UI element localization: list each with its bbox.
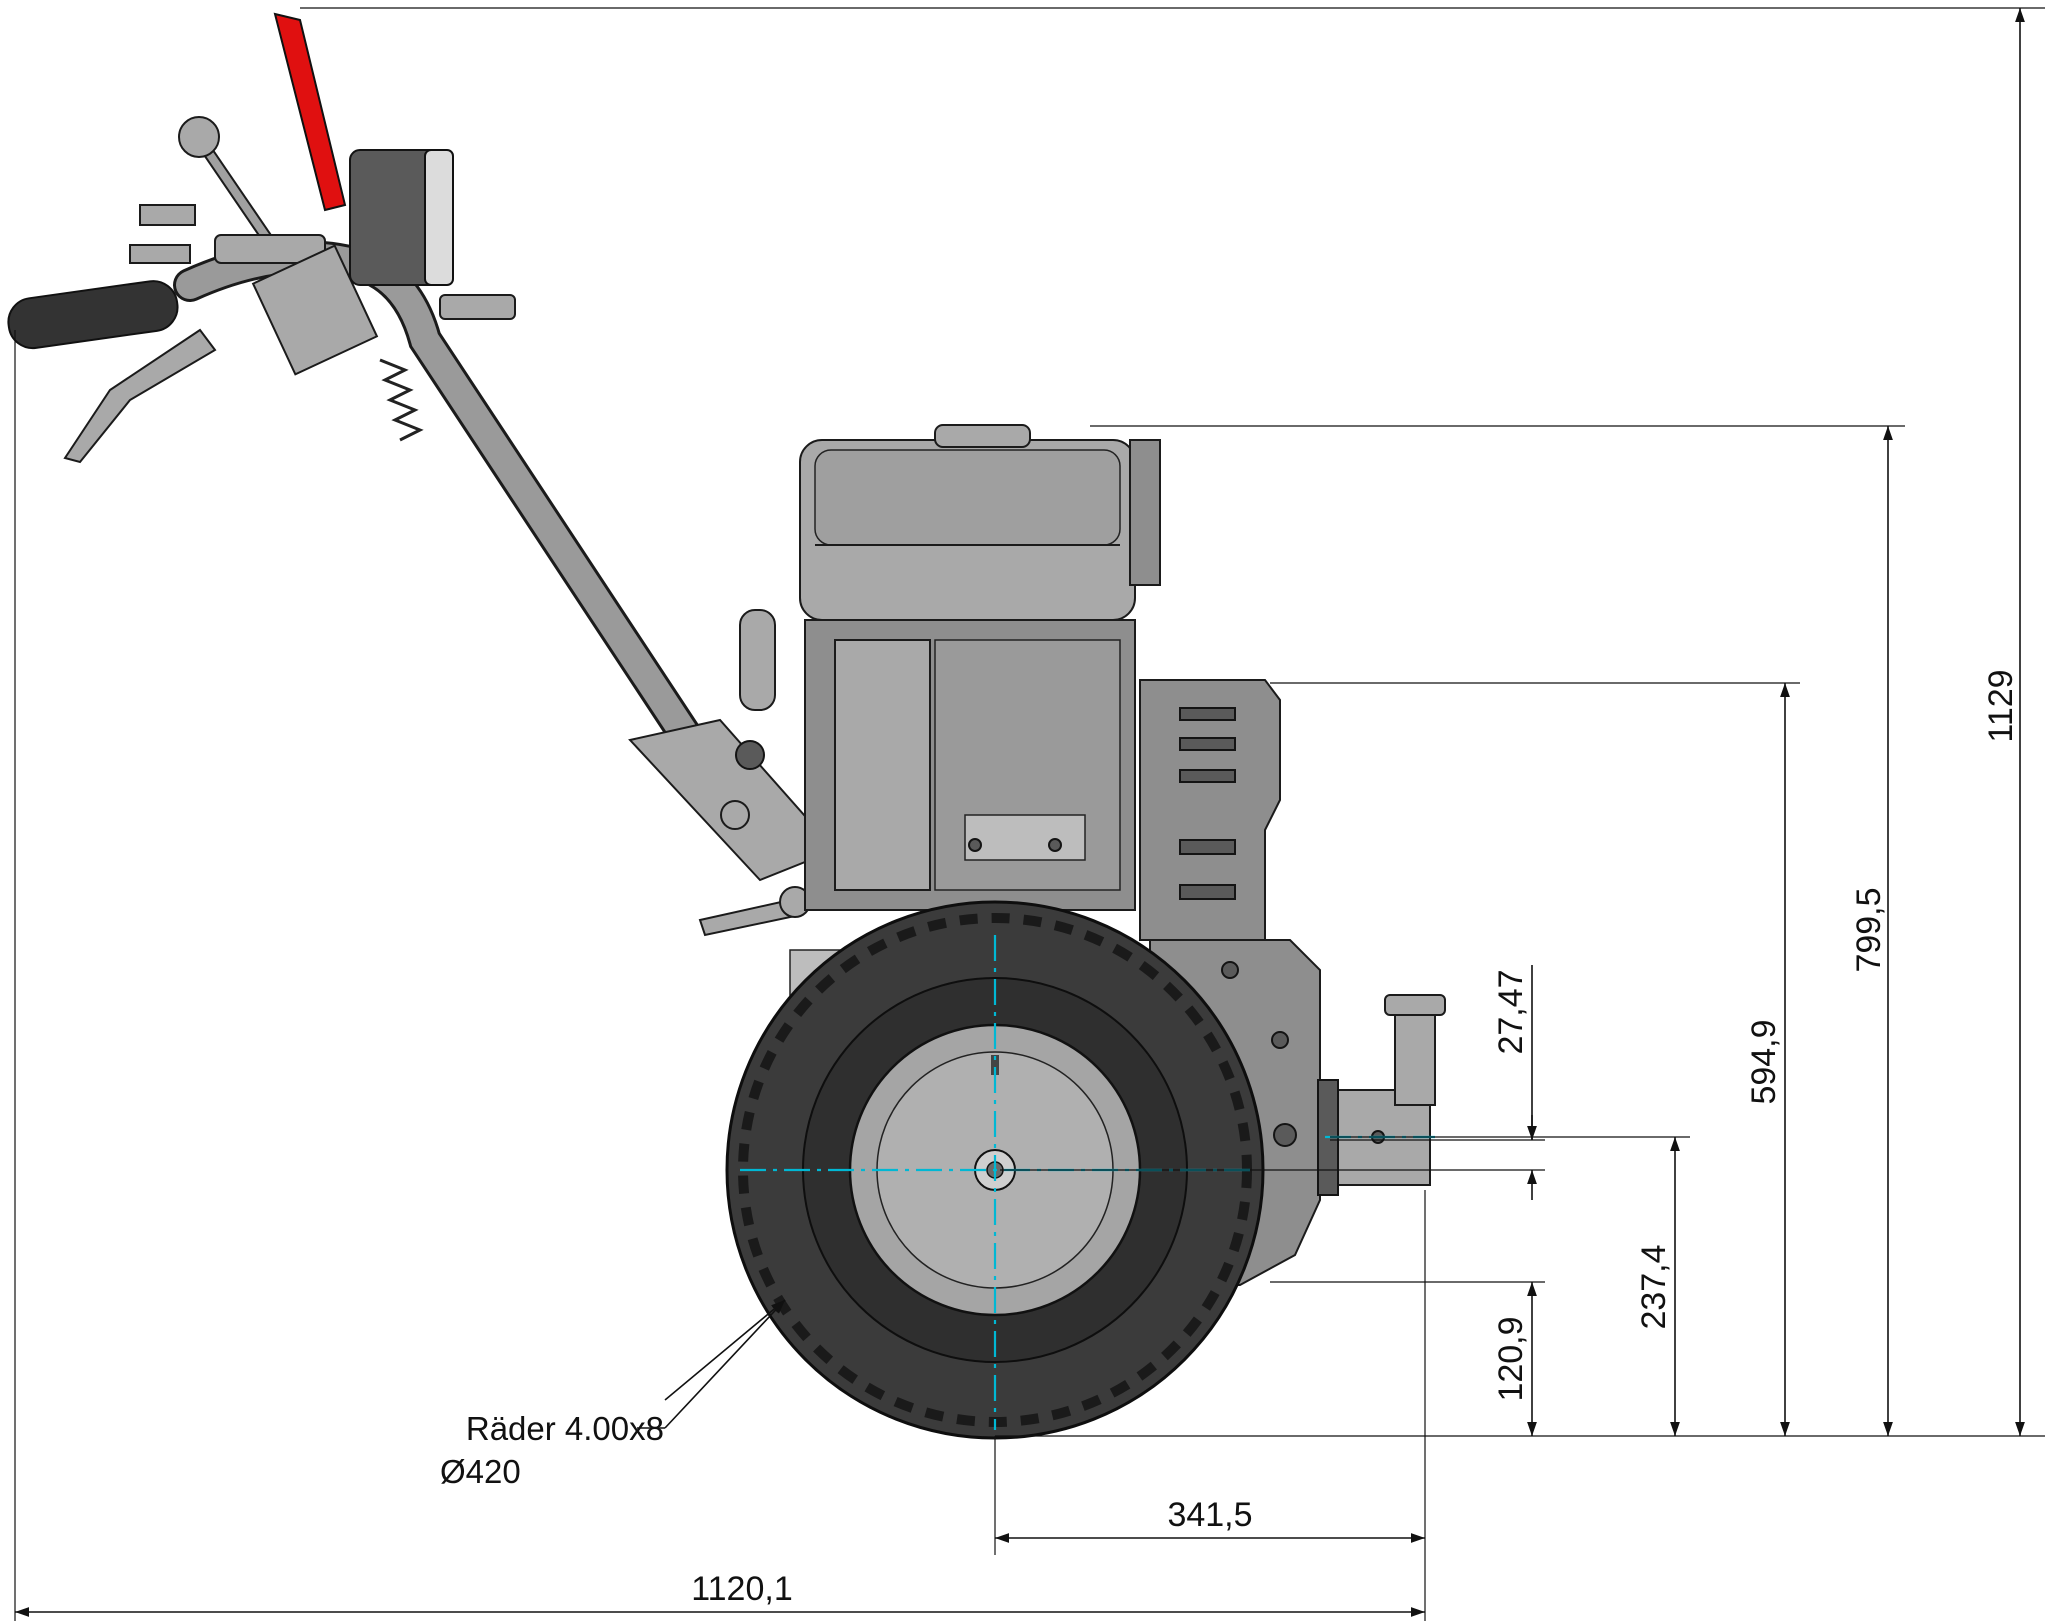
dim-wheel-to-pto-length: 341,5 xyxy=(1167,1496,1252,1534)
parking-flag xyxy=(273,12,347,212)
dim-height-pto-shaft: 237,4 xyxy=(1635,1244,1673,1329)
dim-height-tank-top: 799,5 xyxy=(1850,887,1888,972)
wheel-note-size: Räder 4.00x8 xyxy=(466,1410,664,1447)
machine-illustration xyxy=(7,12,1446,1440)
dimension-geometry xyxy=(14,7,2045,1621)
dim-total-length: 1120,1 xyxy=(691,1570,792,1608)
dim-height-housing-top: 594,9 xyxy=(1745,1019,1783,1104)
handlebar xyxy=(7,12,837,937)
dim-axle-offset: 27,47 xyxy=(1492,969,1530,1054)
dim-total-height: 1129 xyxy=(1982,669,2020,742)
wheel-note-diameter: Ø420 xyxy=(440,1453,521,1490)
dim-ground-clearance: 120,9 xyxy=(1492,1316,1530,1401)
